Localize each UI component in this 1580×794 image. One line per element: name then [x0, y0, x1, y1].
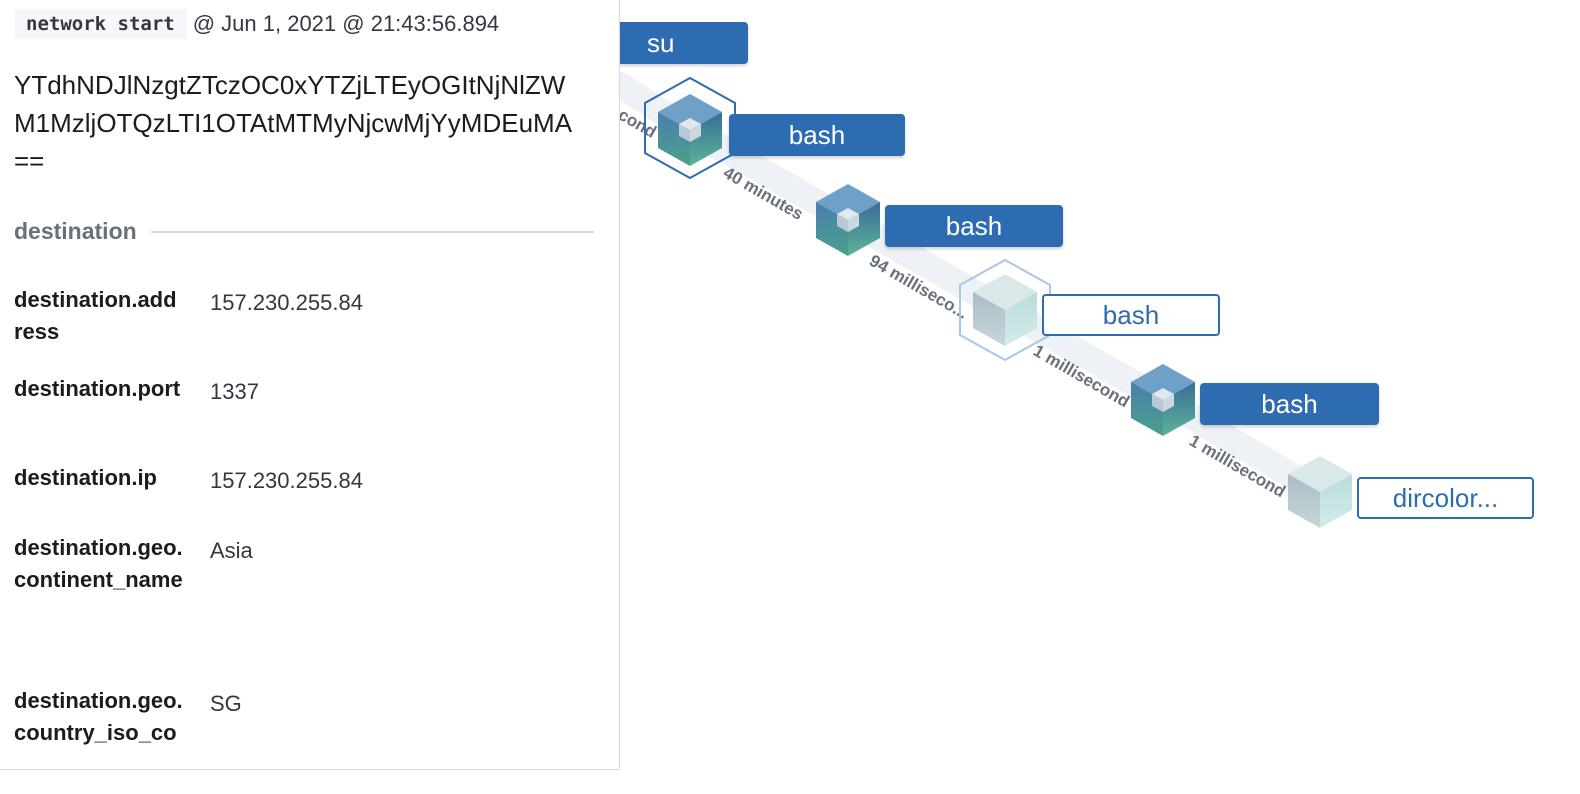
- process-node-label: dircolor...: [1392, 482, 1499, 513]
- process-node-label: bash: [1102, 299, 1160, 330]
- running-process-cube-icon[interactable]: [1131, 364, 1195, 436]
- field-name: destination.address: [14, 287, 177, 344]
- section-divider: [150, 230, 594, 233]
- process-node-button-dircolors[interactable]: dircolor...: [1357, 477, 1534, 519]
- section-title: destination: [14, 218, 137, 244]
- entity-id: YTdhNDJlNzgtZTczOC0xYTZjLTEyOGItNjNlZWM1…: [14, 70, 573, 176]
- running-process-cube-icon[interactable]: [658, 94, 722, 166]
- terminated-process-cube-icon[interactable]: [1288, 456, 1352, 528]
- event-header: network start @ Jun 1, 2021 @ 21:43:56.8…: [14, 8, 499, 40]
- process-node-label: bash: [1261, 388, 1318, 419]
- selected-node-ring: [959, 258, 1051, 362]
- field-name: destination.geo.continent_name: [14, 535, 183, 592]
- process-node-label: su: [647, 27, 675, 58]
- section-destination: destination: [14, 218, 594, 245]
- edge-lines: [607, 72, 1333, 505]
- field-value: SG: [210, 691, 242, 716]
- field-name: destination.ip: [14, 465, 157, 490]
- process-node-button-bash[interactable]: bash: [1042, 294, 1220, 336]
- field-name: destination.geo.country_iso_co: [14, 688, 183, 745]
- running-process-cube-icon[interactable]: [816, 184, 880, 256]
- field-value: 157.230.255.84: [210, 468, 363, 493]
- field-value: Asia: [210, 538, 253, 563]
- selected-node-ring: [644, 76, 736, 180]
- terminated-process-cube-icon[interactable]: [973, 274, 1037, 346]
- process-node-button-bash[interactable]: bash: [885, 205, 1063, 247]
- event-timestamp: @ Jun 1, 2021 @ 21:43:56.894: [192, 11, 500, 36]
- event-detail-panel: network start @ Jun 1, 2021 @ 21:43:56.8…: [0, 0, 620, 770]
- process-node-button-bash[interactable]: bash: [1200, 383, 1379, 425]
- field-value: 157.230.255.84: [210, 290, 363, 315]
- process-node-label: bash: [788, 119, 846, 150]
- process-node-button-bash[interactable]: bash: [729, 114, 905, 156]
- process-node-label: bash: [945, 210, 1003, 241]
- field-name: destination.port: [14, 376, 181, 401]
- event-type-code: network start: [14, 9, 187, 39]
- field-value: 1337: [210, 379, 259, 404]
- process-node-button-su[interactable]: su: [600, 22, 748, 64]
